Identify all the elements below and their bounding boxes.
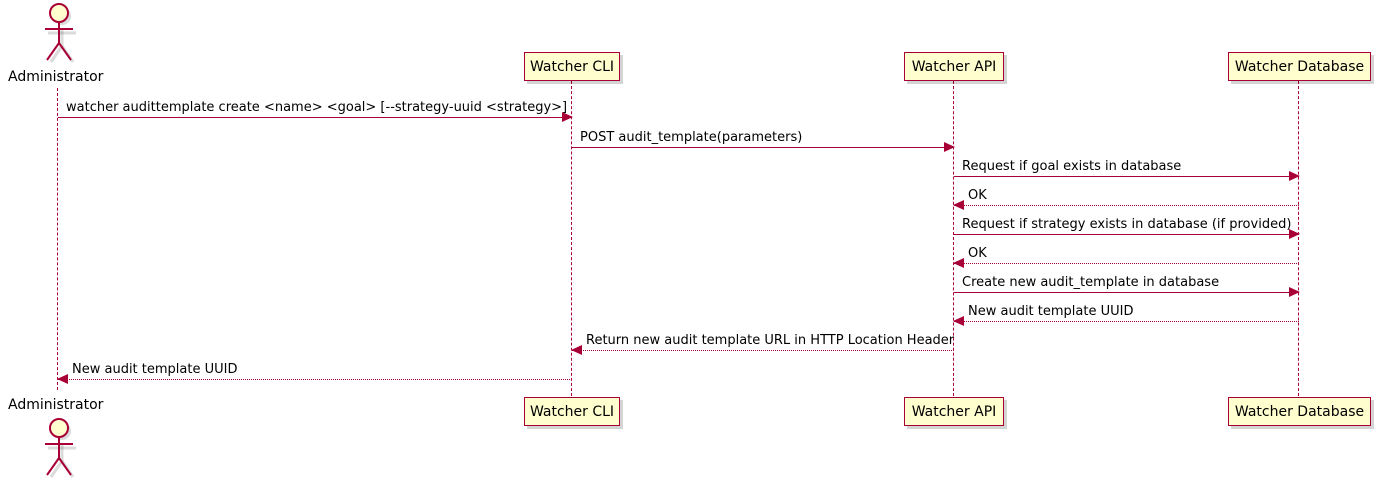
- participant-label-watcher-cli-top: Watcher CLI: [529, 58, 615, 75]
- participant-box-watcher-cli-bottom[interactable]: Watcher CLI: [524, 397, 620, 426]
- message-line-3: [954, 205, 1299, 206]
- message-arrow-9: New audit template UUID: [57, 362, 572, 384]
- participant-label-watcher-database-bottom: Watcher Database: [1234, 403, 1365, 420]
- actor-label-administrator-bottom: Administrator: [8, 397, 104, 413]
- arrowhead-left-3: [953, 200, 964, 210]
- lifeline-watcher-api: [953, 81, 954, 396]
- actor-figure-icon: [45, 418, 76, 478]
- arrowhead-left-7: [953, 316, 964, 326]
- message-line-8: [572, 350, 954, 351]
- message-label-3: OK: [968, 188, 987, 203]
- participant-label-watcher-api-bottom: Watcher API: [911, 403, 997, 420]
- participant-label-watcher-database-top: Watcher Database: [1234, 58, 1365, 75]
- participant-label-watcher-api-top: Watcher API: [911, 58, 997, 75]
- arrowhead-left-9: [57, 374, 68, 384]
- participant-box-watcher-api-top[interactable]: Watcher API: [904, 52, 1004, 81]
- participant-box-watcher-database-top[interactable]: Watcher Database: [1228, 52, 1371, 81]
- message-line-9: [58, 379, 572, 380]
- message-arrow-1: POST audit_template(parameters): [572, 130, 955, 152]
- message-label-5: OK: [968, 246, 987, 261]
- message-arrow-8: Return new audit template URL in HTTP Lo…: [571, 333, 954, 355]
- arrowhead-left-8: [571, 345, 582, 355]
- message-line-0: [58, 117, 572, 118]
- message-arrow-5: OK: [953, 246, 1299, 268]
- message-arrow-0: watcher audittemplate create <name> <goa…: [58, 100, 573, 122]
- message-arrow-4: Request if strategy exists in database (…: [954, 217, 1300, 239]
- message-arrow-7: New audit template UUID: [953, 304, 1299, 326]
- arrowhead-right-0: [562, 112, 573, 122]
- message-label-2: Request if goal exists in database: [962, 159, 1182, 174]
- message-label-7: New audit template UUID: [968, 304, 1134, 319]
- message-label-8: Return new audit template URL in HTTP Lo…: [586, 333, 955, 348]
- lifeline-watcher-cli: [571, 81, 572, 396]
- actor-figure-icon: [45, 3, 76, 63]
- arrowhead-left-5: [953, 258, 964, 268]
- participant-label-watcher-cli-bottom: Watcher CLI: [529, 403, 615, 420]
- message-line-4: [954, 234, 1299, 235]
- message-arrow-3: OK: [953, 188, 1299, 210]
- arrowhead-right-2: [1289, 171, 1300, 181]
- arrowhead-right-1: [944, 142, 955, 152]
- message-label-1: POST audit_template(parameters): [580, 130, 803, 145]
- message-line-7: [954, 321, 1299, 322]
- participant-box-watcher-database-bottom[interactable]: Watcher Database: [1228, 397, 1371, 426]
- message-line-5: [954, 263, 1299, 264]
- message-label-9: New audit template UUID: [72, 362, 238, 377]
- message-arrow-2: Request if goal exists in database: [954, 159, 1300, 181]
- message-line-6: [954, 292, 1299, 293]
- participant-box-watcher-api-bottom[interactable]: Watcher API: [904, 397, 1004, 426]
- participant-box-watcher-cli-top[interactable]: Watcher CLI: [524, 52, 620, 81]
- actor-administrator-bottom: [38, 417, 80, 479]
- message-label-4: Request if strategy exists in database (…: [962, 217, 1292, 232]
- arrowhead-right-6: [1289, 287, 1300, 297]
- actor-label-administrator-top: Administrator: [8, 69, 104, 85]
- actor-administrator-top: [38, 2, 80, 64]
- arrowhead-right-4: [1289, 229, 1300, 239]
- message-line-1: [572, 147, 954, 148]
- message-arrow-6: Create new audit_template in database: [954, 275, 1300, 297]
- message-line-2: [954, 176, 1299, 177]
- message-label-6: Create new audit_template in database: [962, 275, 1220, 290]
- message-label-0: watcher audittemplate create <name> <goa…: [66, 100, 568, 115]
- lifeline-administrator: [57, 88, 58, 390]
